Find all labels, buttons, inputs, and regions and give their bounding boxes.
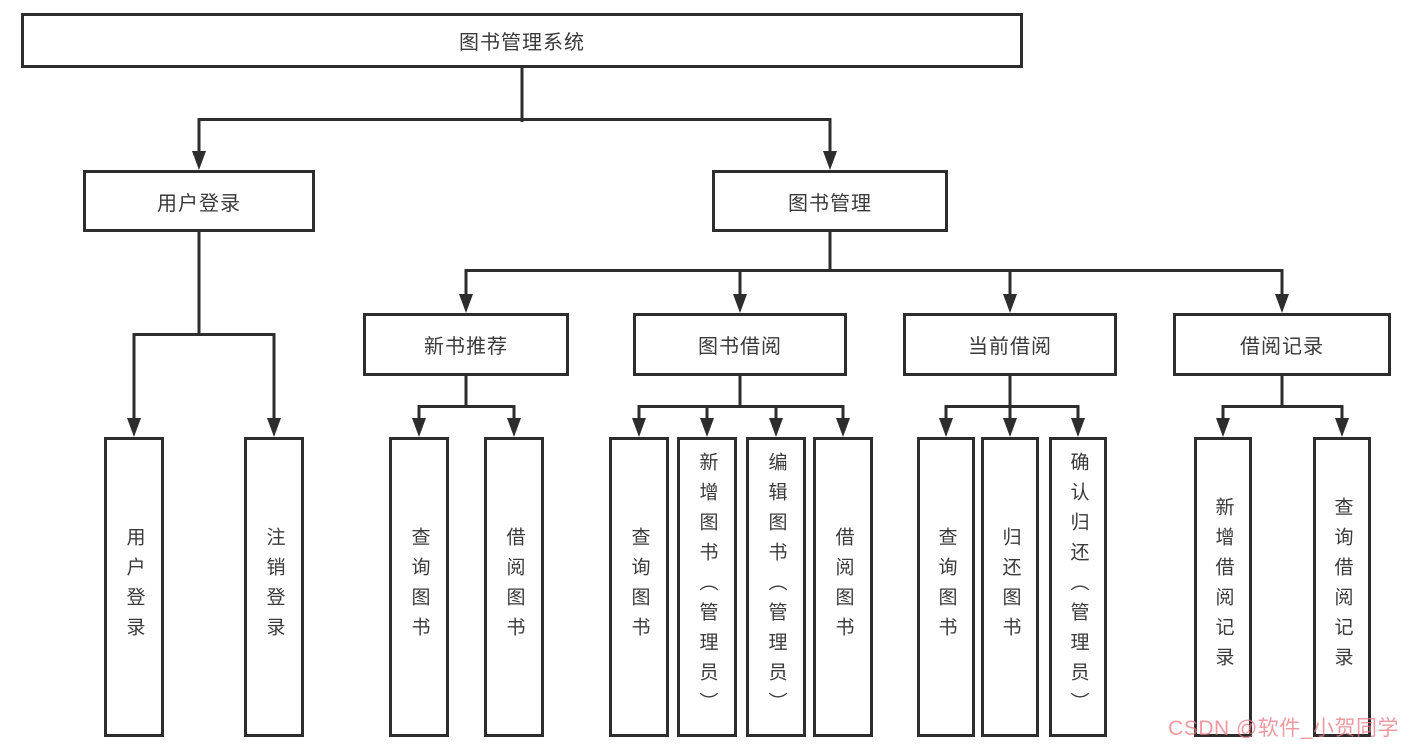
leaf-return-books: 归还图书: [981, 437, 1039, 737]
node-borrow-records-label: 借阅记录: [1240, 336, 1324, 358]
leaf-borrow-query-books: 查询图书: [609, 437, 669, 737]
leaf-borrow-books-label: 借阅图书: [832, 527, 854, 647]
leaf-confirm-return-admin: 确认归还（管理员）: [1049, 437, 1107, 737]
csdn-watermark: CSDN @软件_小贺同学: [1168, 717, 1399, 740]
leaf-borrow-books: 借阅图书: [813, 437, 873, 737]
node-book-management-label: 图书管理: [788, 192, 872, 215]
node-user-login-label: 用户登录: [157, 192, 241, 215]
leaf-recommend-query-books-label: 查询图书: [408, 527, 430, 647]
leaf-current-query-books-label: 查询图书: [935, 527, 957, 647]
leaf-borrow-query-books-label: 查询图书: [628, 527, 650, 647]
node-book-borrow-label: 图书借阅: [698, 336, 782, 358]
leaf-add-books-admin: 新增图书（管理员）: [677, 437, 737, 737]
leaf-return-books-label: 归还图书: [999, 527, 1021, 647]
leaf-logout-label: 注销登录: [263, 527, 285, 647]
leaf-recommend-borrow-books-label: 借阅图书: [503, 527, 525, 647]
node-current-borrow-label: 当前借阅: [968, 336, 1052, 358]
leaf-edit-books-admin-label: 编辑图书（管理员）: [765, 452, 787, 722]
leaf-edit-books-admin: 编辑图书（管理员）: [746, 437, 806, 737]
node-book-management: 图书管理: [712, 170, 948, 232]
node-new-book-recommend: 新书推荐: [363, 313, 569, 376]
leaf-recommend-query-books: 查询图书: [389, 437, 449, 737]
leaf-confirm-return-admin-label: 确认归还（管理员）: [1067, 452, 1089, 722]
leaf-add-borrow-record-label: 新增借阅记录: [1212, 497, 1234, 677]
leaf-user-login-label: 用户登录: [123, 527, 145, 647]
leaf-add-borrow-record: 新增借阅记录: [1194, 437, 1252, 737]
node-root-system: 图书管理系统: [21, 13, 1023, 68]
node-new-book-recommend-label: 新书推荐: [424, 336, 508, 358]
leaf-user-login: 用户登录: [104, 437, 164, 737]
leaf-add-books-admin-label: 新增图书（管理员）: [696, 452, 718, 722]
leaf-query-borrow-record-label: 查询借阅记录: [1331, 497, 1353, 677]
leaf-recommend-borrow-books: 借阅图书: [484, 437, 544, 737]
node-borrow-records: 借阅记录: [1173, 313, 1391, 376]
leaf-query-borrow-record: 查询借阅记录: [1313, 437, 1371, 737]
node-book-borrow: 图书借阅: [633, 313, 847, 376]
node-user-login: 用户登录: [83, 170, 315, 232]
node-current-borrow: 当前借阅: [903, 313, 1117, 376]
leaf-current-query-books: 查询图书: [917, 437, 975, 737]
leaf-logout: 注销登录: [244, 437, 304, 737]
node-root-label: 图书管理系统: [459, 32, 585, 54]
